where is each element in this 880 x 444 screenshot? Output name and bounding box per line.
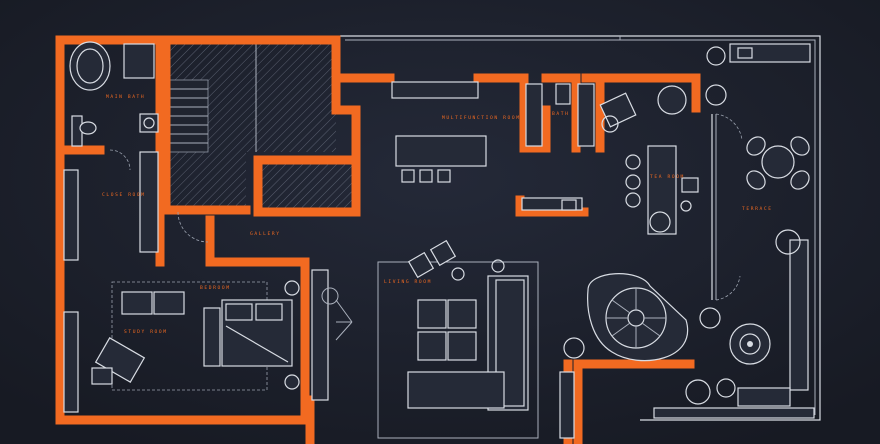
- room-labels: MAIN BATH CLOSE ROOM GALLERY BEDROOM STU…: [102, 94, 773, 335]
- label-close-room: CLOSE ROOM: [102, 192, 146, 198]
- label-tea-room: TEA ROOM: [650, 174, 685, 180]
- spiral-stair: [587, 273, 689, 362]
- label-gallery: GALLERY: [250, 231, 281, 237]
- label-bath: BATH: [552, 111, 569, 117]
- outer-boundary: [340, 35, 821, 421]
- label-bedroom: BEDROOM: [200, 285, 231, 291]
- core-stair: [167, 40, 257, 153]
- tea-room-furniture: [625, 145, 699, 235]
- multifunction-furniture: [395, 85, 687, 183]
- storage-units: [63, 81, 809, 439]
- plants: [321, 46, 801, 405]
- door-swings: [109, 149, 209, 243]
- label-main-bath: MAIN BATH: [106, 94, 145, 100]
- label-living-room: LIVING ROOM: [384, 279, 432, 285]
- main-bath-fixtures: [69, 41, 159, 147]
- label-study-room: STUDY ROOM: [124, 329, 168, 335]
- glazing: [711, 113, 743, 301]
- bedroom-furniture: [91, 280, 300, 391]
- living-room-furniture: [335, 239, 539, 439]
- bath-fixtures: [555, 83, 577, 211]
- terrace-furniture: [653, 43, 815, 419]
- label-terrace: TERRACE: [742, 206, 773, 212]
- label-multifunction-room: MULTIFUNCTION ROOM: [442, 115, 521, 121]
- hatched-core: [166, 40, 354, 212]
